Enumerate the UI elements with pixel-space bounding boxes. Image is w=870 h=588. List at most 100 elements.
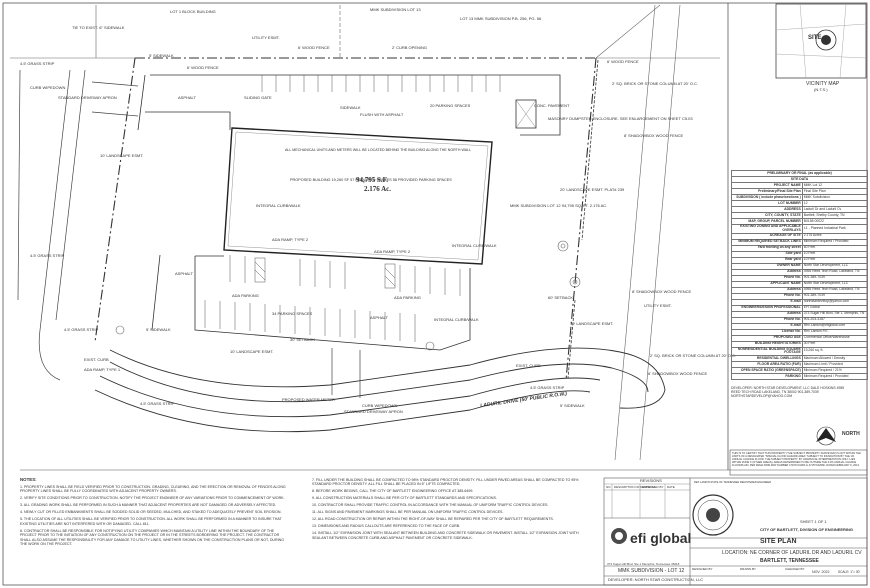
grass-strip-mid-label: 4.5' GRASS STRIP xyxy=(30,253,65,258)
date-label: NOV. 2022 xyxy=(812,570,830,574)
site-data-key: EXISTING ZONING AND APPLICABLE OVERLAYS xyxy=(731,224,803,234)
exist-curb-label: EXIST. CURB xyxy=(84,357,109,362)
subdivision-label: MMK SUBDIVISION - LOT 12 xyxy=(618,568,685,574)
curb-wipedown-label: CURB WIPEDOWN xyxy=(30,85,66,90)
lot13-pb-label: LOT 13 MMK SUBDIVISION P.B. 256, PG. 56 xyxy=(460,16,542,21)
landscape-trees xyxy=(115,240,581,351)
wood-fence-top-label: 6' WOOD FENCE xyxy=(298,45,330,50)
asphalt-top-label: ASPHALT xyxy=(178,95,196,100)
north-label: NORTH xyxy=(842,431,860,437)
efi-logo-icon xyxy=(611,528,627,544)
designed-by: DESIGNED BY xyxy=(692,567,713,571)
setback-60-label: 60' SETBACK xyxy=(548,295,573,300)
rev-col-no: NO. xyxy=(606,485,612,489)
sheet-title: SITE PLAN xyxy=(760,538,797,545)
conc-pavement-label: CONC. PAVEMENT xyxy=(534,103,570,108)
ada-ramp-1-label: ADA RAMP, TYPE 1 xyxy=(84,367,121,372)
landscape-20-label: 20' LANDSCAPE ESMT. PLAT# 239 xyxy=(560,187,625,192)
wood-fence-right-label: 6' WOOD FENCE xyxy=(607,59,639,64)
efi-company-name: efi global xyxy=(630,530,692,546)
integral-curb-2-label: INTEGRAL CURB/WALK xyxy=(452,243,497,248)
proposed-building xyxy=(223,127,493,265)
drawn-by: DRAWN BY xyxy=(740,567,757,571)
area-ac-label: 2.176 Ac. xyxy=(364,185,392,193)
wood-fence-left-label: 6' WOOD FENCE xyxy=(187,65,219,70)
site-data-value: B0158 00022 xyxy=(801,218,869,225)
rev-col-approved: APPROVED BY xyxy=(642,485,664,489)
city-state-label: BARTLETT, TENNESSEE xyxy=(760,558,819,564)
std-driveway-2-label: STANDARD DRIVEWAY APRON xyxy=(344,409,403,414)
shadowbox-fence-bot-label: 6' SHADOWBOX WOOD FENCE xyxy=(648,371,708,376)
rev-col-desc: DESCRIPTION OF REVISION xyxy=(614,485,655,489)
notes-left-column: 1. PROPERTY LINES SHALL BE FIELD VERIFIE… xyxy=(20,485,290,549)
brick-column-2-label: 2' SQ. BRICK OR STONE COLUMN AT 20' O.C. xyxy=(650,353,736,358)
notes-header: NOTES: xyxy=(20,477,37,482)
dumpster-enclosure xyxy=(515,99,537,129)
proposed-building-label: PROPOSED BUILDING 19,260 SF 57 REQUIRED … xyxy=(290,178,452,182)
parking-34-label: 34 PARKING SPACES xyxy=(272,311,313,316)
sheet-no: SHEET 1 OF 1 xyxy=(800,519,827,524)
revisions-label: REVISIONS xyxy=(640,478,662,483)
integral-curb-3-label: INTEGRAL CURB/WALK xyxy=(434,317,479,322)
sidewalk-5-label: 5' SIDEWALK xyxy=(149,53,174,58)
note-item: 5. THE LOCATION OF ALL UTILITIES SHALL B… xyxy=(20,517,282,526)
ada-hatch xyxy=(254,257,396,289)
notes-right-column: 7. FILL UNDER THE BUILDING SHALL BE COMP… xyxy=(312,478,582,543)
asphalt-mid-2-label: ASPHALT xyxy=(370,315,388,320)
grass-strip-low3-label: 4.5' GRASS STRIP xyxy=(530,385,565,390)
sliding-gate-label: SLIDING GATE xyxy=(244,95,272,100)
property-boundary xyxy=(94,57,597,381)
utility-esmt-right-label: UTILITY ESMT. xyxy=(644,303,672,308)
site-data-key: NONRESIDENTIAL BUILDING SQUARE FOOTAGE xyxy=(731,346,803,357)
parking-stalls-top xyxy=(261,75,501,92)
curb-opening-label: 2' CURB OPENING xyxy=(392,45,427,50)
note-item: 7. FILL UNDER THE BUILDING SHALL BE COMP… xyxy=(312,478,579,487)
note-item: 13. DIMENSIONS AND RADIUS CALLOUTS ARE R… xyxy=(312,524,461,529)
tie-exist-label: TIE TO EXIST. 6" SIDEWALK xyxy=(72,25,125,30)
note-item: 6. CONTRACTOR SHALL BE RESPONSIBLE FOR N… xyxy=(20,528,284,547)
std-driveway-label: STANDARD DRIVEWAY APRON xyxy=(58,95,117,100)
lot13-label: MMK SUBDIVISION LOT 13 xyxy=(370,7,421,12)
site-data-value: I-1 - Planned Industrial Park xyxy=(801,224,869,234)
engineer-seal-icon xyxy=(692,494,734,536)
site-label: SITE xyxy=(808,35,822,41)
landscape-esmt-l-label: 10' LANDSCAPE ESMT. xyxy=(230,349,274,354)
site-data-table: PRELIMINARY OR FINAL (as applicable) SIT… xyxy=(731,170,869,381)
water-meter-label: PROPOSED WATER METER xyxy=(282,397,335,402)
curb-wipedown-2-label: CURB WIPEDOWN xyxy=(362,403,398,408)
note-item: 4. NEWLY CUT OR FILLED EMBANKMENTS SHALL… xyxy=(20,510,282,515)
note-item: 9. ALL CONSTRUCTION MATERIALS SHALL BE P… xyxy=(312,496,497,501)
note-item: 11. ALL SIGNS AND PAVEMENT MARKINGS SHAL… xyxy=(312,510,504,515)
sidewalk-label: SIDEWALK xyxy=(340,105,361,110)
lot1-block-label: LOT 1 BLOCK BUILDING xyxy=(170,9,216,14)
city-label: CITY OF BARTLETT, DIVISION OF ENGINEERIN… xyxy=(760,527,854,532)
efi-address: 373 Sugar Hill Blvd. Ste 1 Memphis, Tenn… xyxy=(607,562,680,566)
vicinity-scale-label: (N.T.S.) xyxy=(814,87,828,92)
site-data-value: 30 Feet xyxy=(801,340,869,348)
note-item: 3. ALL GRADING WORK SHALL BE PERFORMED I… xyxy=(20,503,277,508)
grass-strip-low2-label: 4.5' GRASS STRIP xyxy=(140,401,175,406)
north-arrow-icon xyxy=(816,426,836,446)
ada-parking-label: ADA PARKING xyxy=(232,293,259,298)
vicinity-map xyxy=(775,3,867,79)
checked-by: CHECKED BY xyxy=(785,567,805,571)
exist-curb-2-label: EXIST. CURB xyxy=(516,363,541,368)
sidewalk-5b-label: 5' SIDEWALK xyxy=(560,403,585,408)
sidewalk-5c-label: 5' SIDEWALK xyxy=(146,327,171,332)
note-item: 8. BEFORE WORK BEGINS, CALL THE CITY OF … xyxy=(312,489,474,494)
utility-esmt-label: UTILITY ESMT. xyxy=(252,35,280,40)
shadowbox-fence-mid-label: 8' SHADOWBOX WOOD FENCE xyxy=(632,289,692,294)
area-sf-label: 94,795 S.F. xyxy=(356,176,389,184)
mech-units-label: ALL MECHANICAL UNITS AND METERS WILL BE … xyxy=(285,148,472,152)
shadowbox-fence-top-label: 8' SHADOWBOX WOOD FENCE xyxy=(624,133,684,138)
lot12-label: MMK SUBDIVISION LOT 12 94,795 SQ. FT. 2.… xyxy=(510,203,608,208)
flood-note: THIS IS TO CERTIFY THAT THIS PROPERTY (T… xyxy=(732,452,861,467)
location-label: LOCATION: NE CORNER OF LADURIL DR AND LA… xyxy=(722,550,862,556)
note-item: 14. INSTALL 1/2" EXPANSION JOINT WITH SE… xyxy=(312,531,579,540)
note-item: 12. ALL ROAD CONSTRUCTION OR REPAIR WITH… xyxy=(312,517,554,522)
ada-parking-2-label: ADA PARKING xyxy=(394,295,421,300)
